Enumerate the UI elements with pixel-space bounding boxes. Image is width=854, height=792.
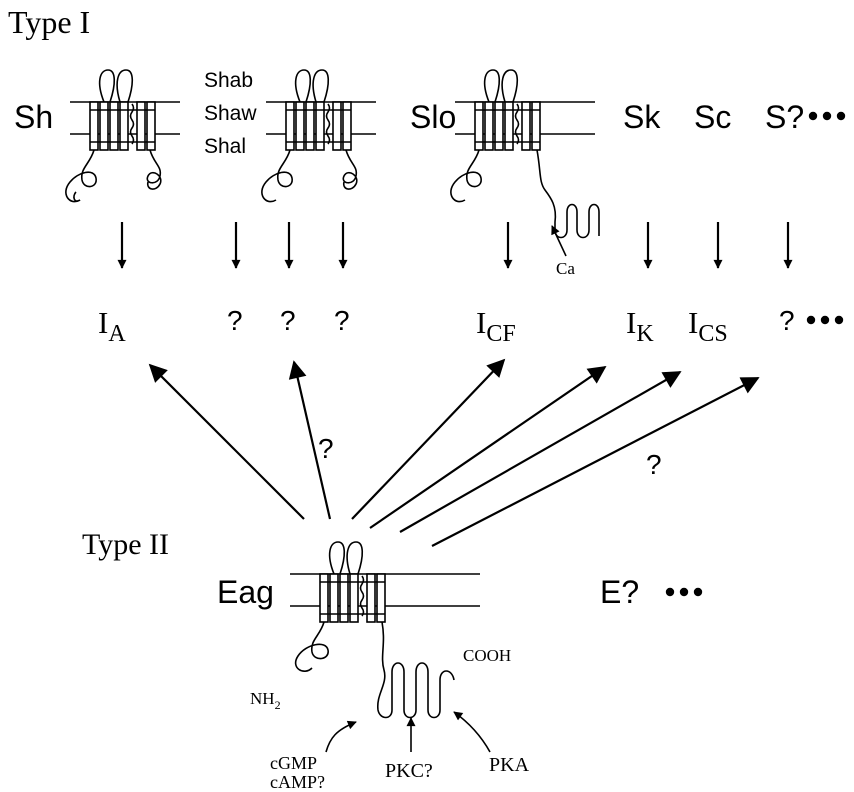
arrow-eag-to-i-k: [400, 372, 680, 532]
camp-label: cAMP?: [270, 772, 325, 792]
ca-arrow: [552, 226, 566, 256]
channel-shal-label: Shal: [204, 135, 246, 158]
channel-slo-label: Slo: [410, 99, 456, 135]
type-i-label: Type I: [8, 4, 90, 40]
current-i-cf: ICF: [476, 305, 516, 347]
arrow-eag-to-unknown: [432, 378, 758, 546]
type-ii-label: Type II: [82, 528, 169, 561]
shab-shaw-shal-channel-icon: [262, 70, 376, 202]
channel-shaw-label: Shaw: [204, 102, 257, 125]
ellipsis-icon-type-ii: [666, 588, 702, 596]
current-i-cs: ICS: [688, 305, 728, 347]
channel-sh-label: Sh: [14, 99, 53, 135]
cgmp-arrow: [326, 722, 356, 752]
arrow-eag-to-sk: [370, 367, 605, 528]
ellipsis-icon-type-i: [809, 112, 845, 120]
channel-eag-label: Eag: [217, 574, 274, 610]
pkc-label: PKC?: [385, 760, 433, 782]
current-unknown-1: ?: [227, 305, 243, 336]
cgmp-label: cGMP: [270, 753, 317, 773]
current-unknown-4: ?: [779, 305, 795, 336]
current-i-a: IA: [98, 305, 126, 347]
eag-modulation-arrows: [150, 360, 758, 546]
current-unknown-2: ?: [280, 305, 296, 336]
nh2-label: NH2: [250, 689, 281, 712]
channel-sc-label: Sc: [694, 99, 731, 135]
current-i-k: IK: [626, 305, 654, 347]
arrow-question-left: ?: [318, 433, 334, 464]
eag-channel-icon: [290, 542, 480, 718]
channel-shab-label: Shab: [204, 69, 253, 92]
slo-channel-icon: [451, 70, 599, 238]
arrow-question-right: ?: [646, 449, 662, 480]
e-unknown-label: E?: [600, 574, 639, 610]
sh-channel-icon: [66, 70, 180, 202]
pka-label: PKA: [489, 754, 530, 776]
pka-arrow: [454, 712, 490, 752]
arrow-eag-to-i-a: [150, 365, 304, 519]
channel-sk-label: Sk: [623, 99, 661, 135]
ca-label: Ca: [556, 259, 575, 278]
channel-s-unknown-label: S?: [765, 99, 804, 135]
cooh-label: COOH: [463, 646, 511, 665]
ellipsis-icon-currents: [807, 316, 843, 324]
down-arrows: [122, 222, 788, 268]
arrow-eag-to-i-cf: [352, 360, 504, 519]
current-unknown-3: ?: [334, 305, 350, 336]
